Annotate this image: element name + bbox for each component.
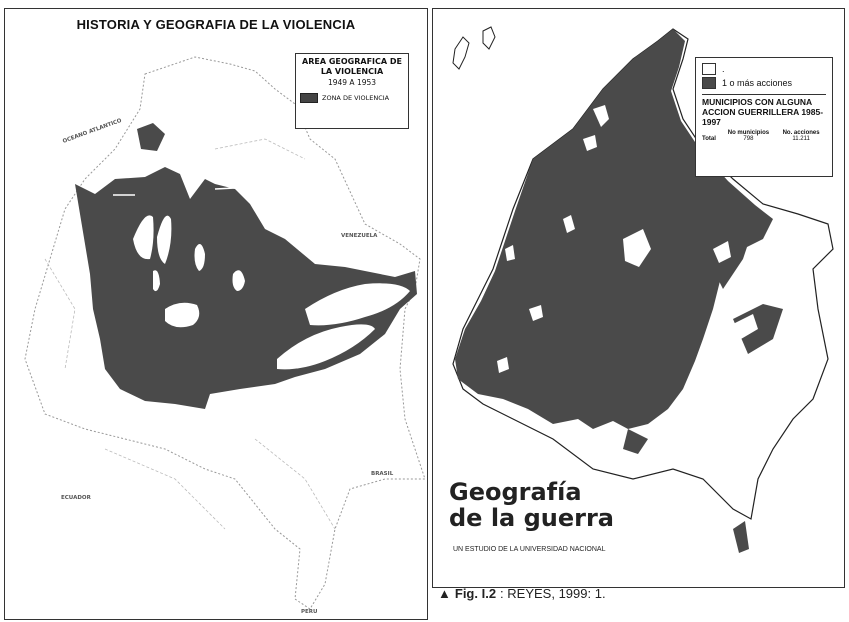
totals-table: No municipios No. acciones Total 798 11.… — [702, 130, 826, 142]
left-legend-title: AREA GEOGRAFICA DE LA VIOLENCIA — [302, 57, 402, 76]
legend-item-empty: . — [722, 64, 725, 74]
guerrilla-zone-tip — [733, 521, 749, 553]
legend-divider — [702, 94, 826, 95]
violence-map-graphic — [24, 56, 426, 610]
figure-number: Fig. I.2 — [454, 586, 497, 601]
total-row-label: Total — [702, 136, 716, 142]
col-acciones-header: No. acciones — [782, 130, 820, 136]
guerrilla-zone-south — [623, 429, 648, 454]
headline-subtitle: UN ESTUDIO DE LA UNIVERSIDAD NACIONAL — [453, 546, 606, 553]
faded-label-venezuela: VENEZUELA — [341, 233, 378, 239]
frontier-ticks — [113, 186, 256, 196]
headline: Geografía de la guerra — [449, 479, 614, 531]
island-providencia — [482, 26, 496, 50]
violence-zone-gaps — [133, 215, 410, 370]
guerrilla-map-panel: . 1 o más acciones MUNICIPIOS CON ALGUNA… — [432, 8, 845, 588]
left-map-legend: AREA GEOGRAFICA DE LA VIOLENCIA 1949 A 1… — [295, 53, 409, 129]
right-map-legend: . 1 o más acciones MUNICIPIOS CON ALGUNA… — [695, 57, 833, 177]
violence-map-panel: HISTORIA Y GEOGRAFIA DE LA VIOLENCIA ARE… — [4, 8, 428, 620]
faded-label-ecuador: ECUADOR — [61, 495, 91, 501]
left-map-title: HISTORIA Y GEOGRAFIA DE LA VIOLENCIA — [76, 17, 356, 32]
triangle-icon: ▲ — [438, 586, 451, 601]
faded-label-peru: PERU — [301, 609, 318, 615]
actions-swatch — [702, 77, 716, 89]
violence-zone-swatch — [300, 93, 318, 103]
left-legend-zone-label: ZONA DE VIOLENCIA — [322, 94, 390, 102]
total-municipios: 798 — [743, 136, 754, 142]
violence-zone-north — [137, 123, 165, 151]
legend-title: MUNICIPIOS CON ALGUNA ACCION GUERRILLERA… — [702, 97, 824, 127]
guerrilla-map-graphic — [452, 26, 834, 553]
faded-label-brasil: BRASIL — [371, 471, 394, 477]
figure-caption: ▲ Fig. I.2 : REYES, 1999: 1. — [438, 586, 606, 601]
left-legend-years: 1949 A 1953 — [327, 78, 377, 87]
island-san-andres — [452, 36, 470, 70]
colombia-outline — [24, 56, 426, 610]
legend-item-dark: 1 o más acciones — [722, 78, 793, 88]
guerrilla-zone-gaps — [497, 105, 758, 373]
figure-source: : REYES, 1999: 1. — [500, 586, 606, 601]
guerrilla-zone-main — [455, 29, 773, 429]
col-municipios-header: No municipios — [727, 130, 770, 136]
no-actions-swatch — [702, 63, 716, 75]
headline-line1: Geografía — [449, 478, 582, 506]
total-acciones: 11.211 — [792, 136, 810, 142]
headline-line2: de la guerra — [449, 504, 614, 532]
